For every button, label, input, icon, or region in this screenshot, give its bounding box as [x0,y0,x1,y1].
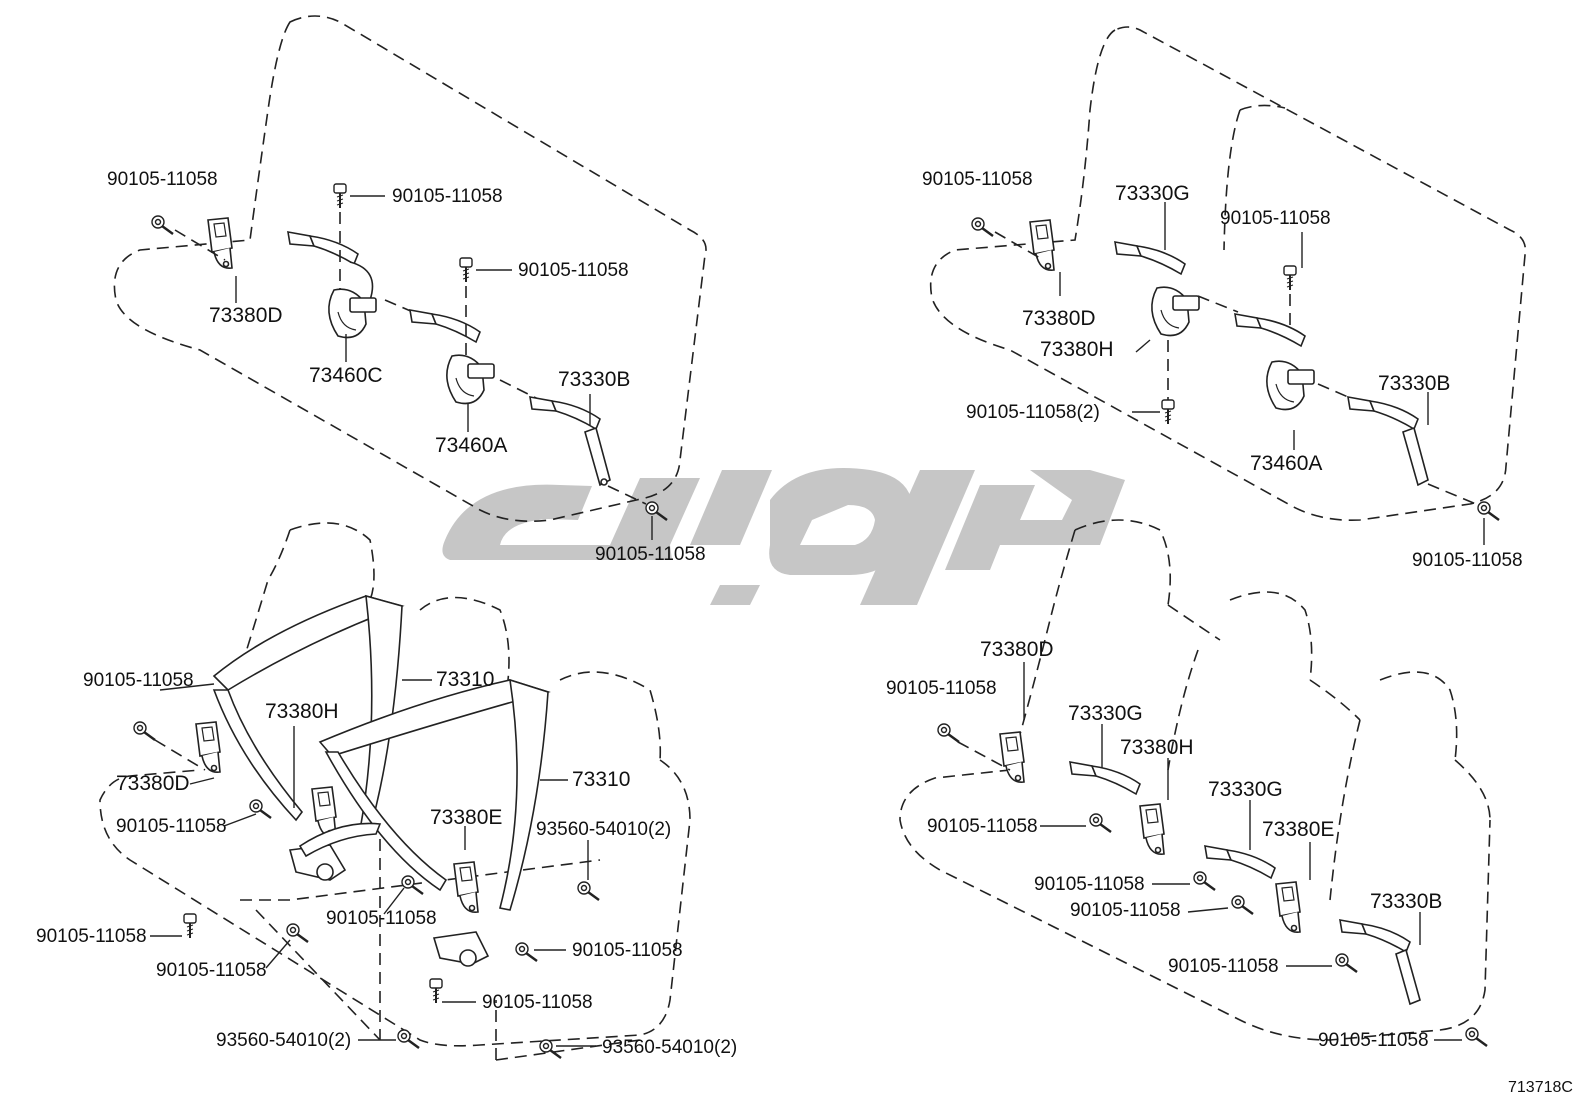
part-label: 73380D [116,772,190,795]
part-label: 73330G [1068,702,1143,725]
part-label: 90105-11058 [595,544,706,565]
part-label: 73380E [430,806,502,829]
part-label: 73310 [572,768,630,791]
part-label: 73380D [980,638,1054,661]
part-label: 73380H [1120,736,1194,759]
part-label: 73380D [209,304,283,327]
part-label: 73380E [1262,818,1334,841]
part-label: 73330B [1370,890,1442,913]
part-label: 93560-54010(2) [602,1037,737,1058]
part-label: 90105-11058 [886,678,997,699]
part-label: 90105-11058 [1034,874,1145,895]
part-label: 73310 [436,668,494,691]
part-label: 73330G [1208,778,1283,801]
part-label: 90105-11058 [116,816,227,837]
part-label: 73460A [1250,452,1322,475]
part-label: 90105-11058 [156,960,267,981]
part-label: 73330B [558,368,630,391]
part-label: 73380D [1022,307,1096,330]
part-label: 73330B [1378,372,1450,395]
part-label: 90105-11058 [518,260,629,281]
lower-left-assembly: 90105-11058 73310 73380H 73310 73380D 90… [36,522,737,1061]
part-label: 90105-11058 [572,940,683,961]
part-label: 90105-11058 [36,926,147,947]
part-label: 90105-11058 [1070,900,1181,921]
watermark-logo [442,468,1125,605]
part-label: 90105-11058 [1168,956,1279,977]
diagram-code: 713718C [1508,1079,1573,1096]
part-label: 73380H [1040,338,1114,361]
part-label: 90105-11058 [83,670,194,691]
part-label: 90105-11058 [107,169,218,190]
lower-right-assembly: 73380D 90105-11058 73330G 73380H 90105-1… [886,519,1491,1051]
part-label: 90105-11058 [1318,1030,1429,1051]
part-label: 90105-11058 [326,908,437,929]
part-label: 90105-11058 [482,992,593,1013]
part-label: 90105-11058 [1412,550,1523,571]
part-label: 90105-11058 [392,186,503,207]
part-label: 90105-11058(2) [966,402,1100,423]
part-label: 90105-11058 [922,169,1033,190]
part-label: 93560-54010(2) [536,819,671,840]
upper-left-assembly: 90105-11058 90105-11058 90105-11058 7338… [107,15,707,565]
part-label: 90105-11058 [1220,208,1331,229]
part-label: 73380H [265,700,339,723]
part-label: 93560-54010(2) [216,1030,351,1051]
part-label: 73460A [435,434,507,457]
upper-right-assembly: 90105-11058 73330G 90105-11058 73380D 73… [922,26,1527,571]
part-label: 73330G [1115,182,1190,205]
part-label: 90105-11058 [927,816,1038,837]
part-label: 73460C [309,364,383,387]
